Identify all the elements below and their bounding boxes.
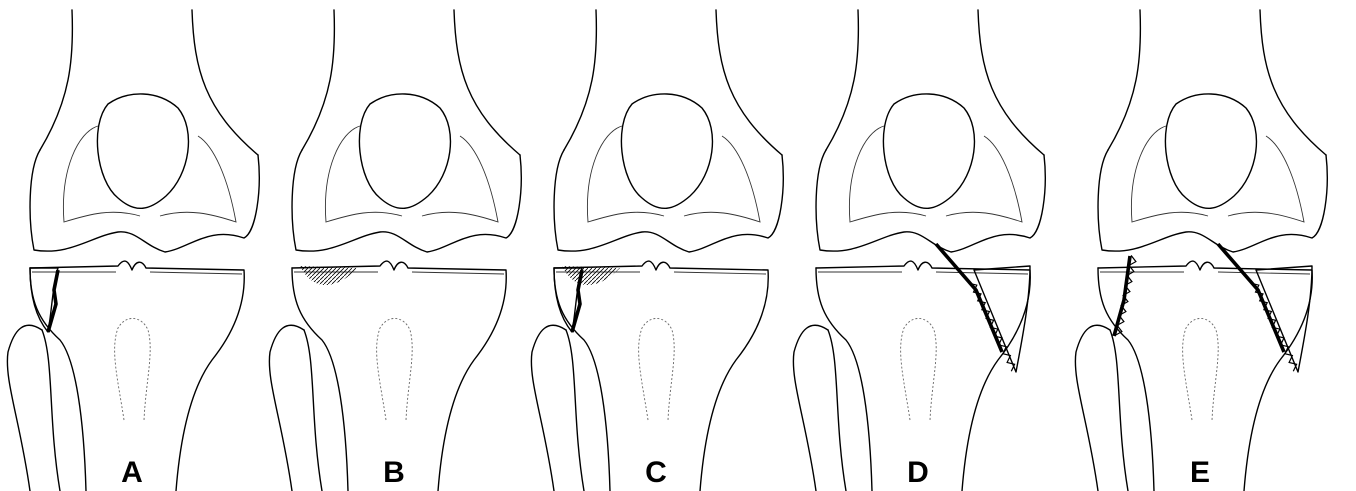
- condyle-contour-right: [946, 136, 1022, 222]
- femur-shaft-left: [826, 10, 858, 150]
- panel-label-c: C: [645, 456, 667, 489]
- fibula-inner: [1110, 330, 1128, 491]
- tibia-medial-edge: [1098, 268, 1154, 491]
- fibula-inner: [304, 330, 322, 491]
- medullary-canal: [115, 318, 151, 420]
- patella: [359, 94, 450, 208]
- femoral-condyles: [30, 150, 259, 252]
- femur-shaft-left: [1108, 10, 1140, 150]
- femoral-condyles: [816, 150, 1045, 252]
- depression-hatching: [300, 266, 358, 285]
- femur-shaft-right: [1260, 10, 1326, 155]
- femur-shaft-left: [302, 10, 334, 150]
- fibula-inner: [828, 330, 846, 491]
- fibula: [531, 325, 566, 491]
- panel-b: B: [269, 10, 521, 491]
- medial-fracture-line: [1218, 244, 1284, 352]
- femoral-condyles: [292, 150, 521, 252]
- fibula: [7, 325, 42, 491]
- patella: [97, 94, 188, 208]
- depression-hatching: [562, 266, 620, 285]
- panel-e: E: [1075, 10, 1327, 491]
- medial-fracture-jagged: [969, 283, 1014, 371]
- femur-shaft-right: [978, 10, 1044, 155]
- panel-a: A: [7, 10, 259, 491]
- medial-fracture-jagged: [1251, 283, 1296, 371]
- condyle-contour-right: [1228, 136, 1304, 222]
- panel-d: D: [793, 10, 1045, 491]
- femur-shaft-right: [192, 10, 258, 155]
- patella: [883, 94, 974, 208]
- tibia-medial-edge: [30, 268, 86, 491]
- condyle-contour-left: [1131, 126, 1208, 222]
- medullary-canal: [377, 318, 413, 420]
- condyle-contour-right: [160, 136, 236, 222]
- tibia-medial-edge: [292, 268, 348, 491]
- condyle-contour-left: [587, 126, 664, 222]
- panel-label-b: B: [383, 456, 405, 489]
- medial-fracture-line: [936, 244, 1002, 352]
- condyle-contour-left: [325, 126, 402, 222]
- condyle-contour-right: [684, 136, 760, 222]
- fibula-inner: [42, 330, 60, 491]
- tibia-medial-edge: [816, 268, 872, 491]
- condyle-contour-right: [422, 136, 498, 222]
- patella: [1165, 94, 1256, 208]
- plateau-surface: [818, 272, 1028, 274]
- panel-label-d: D: [907, 456, 929, 489]
- plateau-surface: [32, 272, 242, 274]
- medullary-canal: [901, 318, 937, 420]
- fibula: [269, 325, 304, 491]
- femoral-condyles: [554, 150, 783, 252]
- condyle-contour-left: [63, 126, 140, 222]
- panel-label-a: A: [121, 456, 143, 489]
- medullary-canal: [1183, 318, 1219, 420]
- femur-shaft-left: [40, 10, 72, 150]
- fibula-inner: [566, 330, 584, 491]
- fibula: [1075, 325, 1110, 491]
- fibula: [793, 325, 828, 491]
- femur-shaft-right: [716, 10, 782, 155]
- medullary-canal: [639, 318, 675, 420]
- panel-c: C: [531, 10, 783, 491]
- tibia-medial-edge: [554, 268, 610, 491]
- femur-shaft-right: [454, 10, 520, 155]
- femur-shaft-left: [564, 10, 596, 150]
- fracture-line: [48, 270, 58, 332]
- condyle-contour-left: [849, 126, 926, 222]
- patella: [621, 94, 712, 208]
- femoral-condyles: [1098, 150, 1327, 252]
- panel-label-e: E: [1190, 456, 1210, 489]
